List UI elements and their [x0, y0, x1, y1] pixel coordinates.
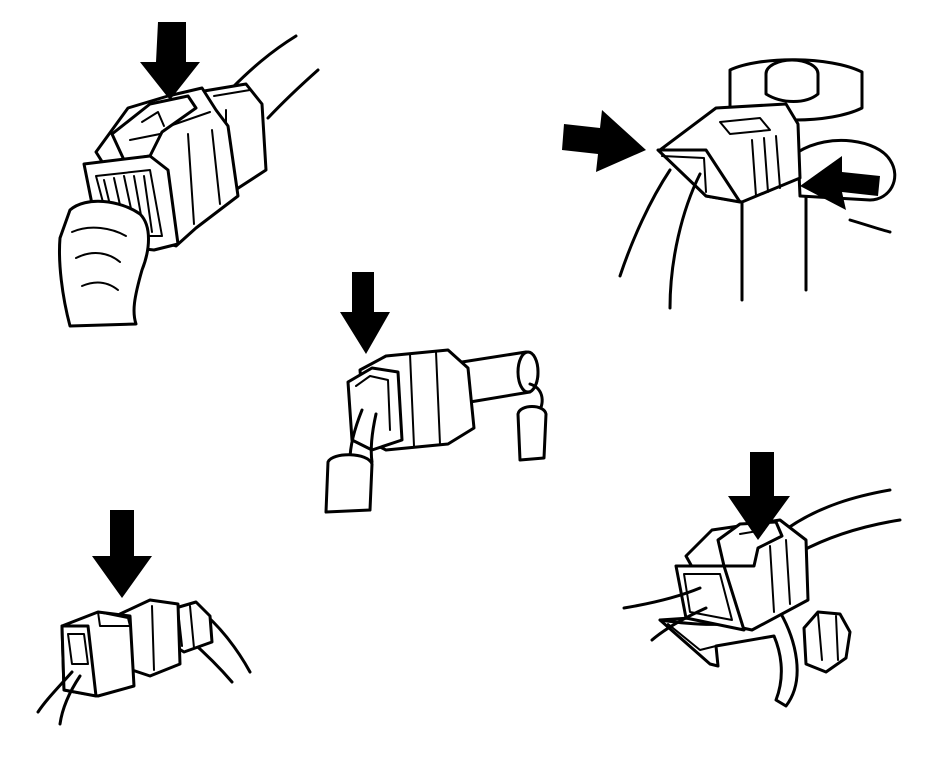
bolt-icon [802, 610, 852, 674]
arrow-down-icon [728, 452, 790, 540]
connector-panel-top-right [562, 58, 897, 310]
arrow-down-icon [92, 510, 152, 598]
connector-panel-center [324, 272, 548, 514]
connector-panel-top-left [58, 22, 320, 328]
arrow-down-icon [140, 22, 200, 100]
arrow-down-icon [340, 272, 390, 354]
connector-panel-bottom-right [622, 452, 902, 708]
connector-panel-bottom-left [36, 510, 252, 726]
arrow-left-icon [800, 156, 880, 210]
arrow-right-icon [562, 110, 646, 172]
